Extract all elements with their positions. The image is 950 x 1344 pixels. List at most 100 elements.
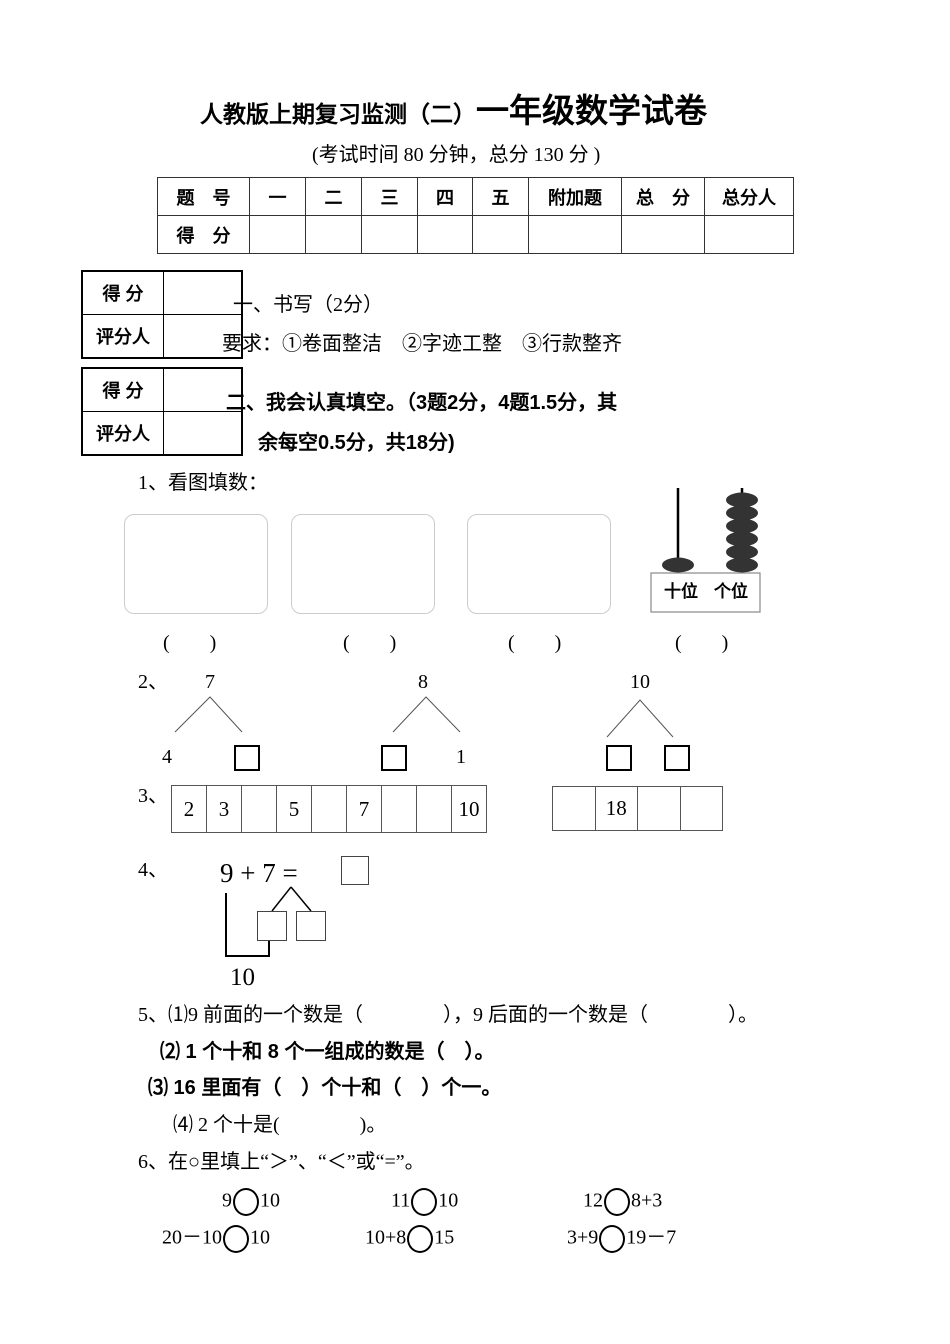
sequence-cell[interactable] bbox=[382, 786, 417, 832]
bond-right: 1 bbox=[456, 746, 466, 768]
comparison-left: 3+9 bbox=[567, 1226, 599, 1249]
comparison-left: 12 bbox=[583, 1189, 603, 1212]
sequence-cell: 3 bbox=[207, 786, 242, 832]
make-ten-bracket bbox=[225, 893, 270, 957]
score-header: 五 bbox=[472, 177, 529, 216]
compare-circle[interactable] bbox=[604, 1188, 630, 1216]
score-row: 得 分 bbox=[157, 215, 794, 254]
section2-heading-cont: 余每空0.5分，共18分) bbox=[258, 432, 455, 454]
sequence-cell: 7 bbox=[347, 786, 382, 832]
abacus-bead bbox=[726, 505, 758, 521]
sequence-cell[interactable] bbox=[553, 787, 596, 830]
picture-box bbox=[124, 514, 268, 614]
q5-item-2: ⑵ 1 个十和 8 个一组成的数是（ ）。 bbox=[160, 1041, 495, 1063]
abacus-bead bbox=[726, 557, 758, 573]
grader-name-label: 评分人 bbox=[81, 411, 164, 456]
section2-heading: 二、我会认真填空。（3题2分，4题1.5分，其 bbox=[226, 392, 618, 414]
comparison-left: 11 bbox=[391, 1189, 411, 1212]
sequence-cell[interactable] bbox=[681, 787, 723, 830]
comparison-right: 10 bbox=[438, 1189, 459, 1212]
sequence-cell[interactable] bbox=[638, 787, 681, 830]
compare-circle[interactable] bbox=[233, 1188, 259, 1216]
score-cell[interactable] bbox=[704, 215, 794, 254]
abacus-bead bbox=[726, 544, 758, 560]
comparison-right: 8+3 bbox=[631, 1189, 663, 1212]
picture-box bbox=[291, 514, 435, 614]
sequence-cell[interactable] bbox=[417, 786, 452, 832]
grader-score-cell[interactable] bbox=[163, 270, 243, 315]
grader-score-label: 得 分 bbox=[81, 367, 164, 412]
bond-left: 4 bbox=[162, 746, 172, 768]
compare-circle[interactable] bbox=[223, 1225, 249, 1253]
score-cell[interactable] bbox=[249, 215, 306, 254]
score-header: 三 bbox=[361, 177, 418, 216]
score-row-label: 得 分 bbox=[157, 215, 250, 254]
score-header: 四 bbox=[417, 177, 473, 216]
sequence-cell: 2 bbox=[172, 786, 207, 832]
compare-circle[interactable] bbox=[599, 1225, 626, 1253]
number-sequence-2: 18 bbox=[552, 786, 723, 831]
score-header: 总分人 bbox=[704, 177, 794, 216]
score-cell[interactable] bbox=[528, 215, 622, 254]
bond-line bbox=[290, 886, 312, 912]
answer-box[interactable] bbox=[341, 856, 369, 885]
bond-line bbox=[271, 886, 292, 912]
sequence-cell[interactable] bbox=[242, 786, 277, 832]
abacus-bead bbox=[726, 492, 758, 508]
make-ten-label: 10 bbox=[230, 964, 255, 991]
q5-item-1: 5、⑴9 前面的一个数是（ ），9 后面的一个数是（ ）。 bbox=[138, 1004, 758, 1026]
compare-circle[interactable] bbox=[407, 1225, 434, 1253]
score-header: 一 bbox=[249, 177, 306, 216]
section1-requirement: 要求：①卷面整洁 ②字迹工整 ③行款整齐 bbox=[222, 333, 622, 355]
grader-score-cell[interactable] bbox=[163, 367, 243, 412]
comparison-item: 12 8+3 bbox=[583, 1188, 662, 1216]
q5-item-4: ⑷ 2 个十是( )。 bbox=[173, 1114, 387, 1136]
grader-name-cell[interactable] bbox=[163, 314, 243, 359]
answer-blank[interactable]: ( ) bbox=[675, 632, 729, 654]
compare-circle[interactable] bbox=[411, 1188, 438, 1216]
q1-label: 1、看图填数： bbox=[138, 472, 268, 494]
abacus-bead bbox=[662, 557, 694, 573]
q4-label: 4、 bbox=[138, 859, 168, 881]
page-title: 人教版上期复习监测（二）一年级数学试卷 bbox=[200, 94, 707, 127]
score-header: 附加题 bbox=[528, 177, 622, 216]
sequence-cell[interactable] bbox=[312, 786, 347, 832]
split-box[interactable] bbox=[296, 911, 326, 941]
answer-box[interactable] bbox=[664, 745, 690, 771]
grader-name-label: 评分人 bbox=[81, 314, 164, 359]
score-cell[interactable] bbox=[621, 215, 705, 254]
q5-item-3: ⑶ 16 里面有（ ）个十和（ ）个一。 bbox=[148, 1077, 502, 1099]
score-header-row: 题 号 一 二 三 四 五 附加题 总 分 总分人 bbox=[157, 177, 794, 216]
answer-box[interactable] bbox=[234, 745, 260, 771]
subtitle: (考试时间 80 分钟，总分 130 分 ) bbox=[312, 144, 601, 166]
grader-name-cell[interactable] bbox=[163, 411, 243, 456]
abacus-base bbox=[650, 572, 761, 613]
score-cell[interactable] bbox=[417, 215, 473, 254]
split-box[interactable] bbox=[257, 911, 287, 941]
abacus-bead bbox=[726, 531, 758, 547]
score-header: 题 号 bbox=[157, 177, 250, 216]
comparison-left: 20－10 bbox=[162, 1226, 222, 1249]
q3-label: 3、 bbox=[138, 785, 168, 807]
bond-top: 8 bbox=[418, 671, 428, 693]
answer-box[interactable] bbox=[381, 745, 407, 771]
comparison-item: 3+9 19－7 bbox=[567, 1225, 676, 1253]
answer-blank[interactable]: ( ) bbox=[343, 632, 397, 654]
title-part2: 一年级数学试卷 bbox=[476, 92, 707, 129]
comparison-right: 15 bbox=[434, 1226, 455, 1249]
grader-box-2: 得 分 评分人 bbox=[81, 367, 243, 456]
answer-box[interactable] bbox=[606, 745, 632, 771]
score-header: 总 分 bbox=[621, 177, 705, 216]
abacus-bead bbox=[726, 518, 758, 534]
comparison-left: 10+8 bbox=[365, 1226, 407, 1249]
score-cell[interactable] bbox=[361, 215, 418, 254]
comparison-right: 19－7 bbox=[626, 1226, 677, 1249]
answer-blank[interactable]: ( ) bbox=[508, 632, 562, 654]
score-table: 题 号 一 二 三 四 五 附加题 总 分 总分人 得 分 bbox=[157, 177, 794, 254]
answer-blank[interactable]: ( ) bbox=[163, 632, 217, 654]
bond-top: 10 bbox=[630, 671, 650, 693]
bond-line bbox=[174, 696, 243, 733]
